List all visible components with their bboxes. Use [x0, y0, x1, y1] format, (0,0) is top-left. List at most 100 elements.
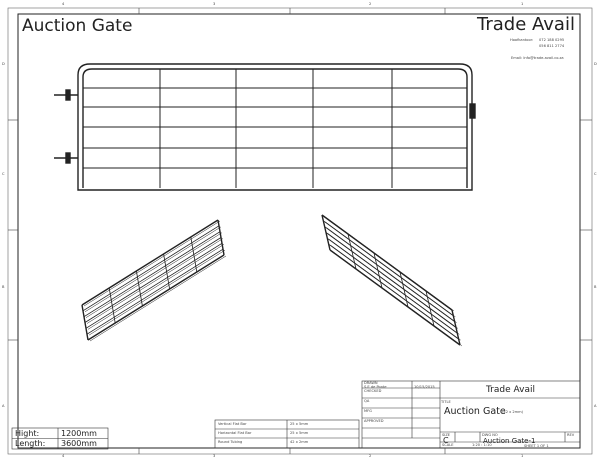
- zone-col: 1: [521, 454, 524, 458]
- drawing-title: Auction Gate: [22, 16, 133, 36]
- dwg-number: Auction Gate-1: [483, 437, 536, 445]
- title-label: TITLE: [441, 400, 451, 404]
- vertical-bar: [81, 304, 89, 341]
- material-size: 25 x 5mm: [290, 422, 309, 426]
- bar-depth: [83, 220, 221, 307]
- gate-frame: [77, 63, 473, 191]
- gate-iso-view-left: [81, 219, 227, 342]
- checked-label: CHECKED: [364, 389, 382, 393]
- zone-col: 2: [369, 454, 372, 458]
- vertical-bar: [136, 270, 143, 307]
- length-label: Length:: [15, 439, 46, 448]
- approved-label: APPROVED: [364, 419, 384, 423]
- bar-depth: [88, 249, 226, 336]
- vertical-bar: [108, 287, 116, 324]
- dwg-label: DWG NO: [482, 433, 498, 437]
- rev-label: REV: [567, 433, 575, 437]
- horizontal-bar: [84, 237, 222, 323]
- horizontal-bar: [81, 219, 219, 306]
- horizontal-bar: [327, 238, 458, 334]
- vertical-bar: [190, 236, 198, 273]
- vertical-bar: [399, 271, 409, 308]
- bar-depth: [85, 232, 223, 318]
- height-value: 1200mm: [61, 429, 97, 438]
- vertical-bar: [425, 290, 435, 327]
- zone-row: D: [594, 62, 597, 66]
- size-label: SIZE: [442, 433, 451, 437]
- zone-row: C: [2, 172, 5, 176]
- bar-depth: [84, 226, 222, 313]
- bar-depth: [325, 221, 456, 318]
- zone-col: 3: [213, 454, 216, 458]
- scale-value: 1:20 : 1:10: [472, 443, 492, 447]
- bar-depth: [329, 239, 460, 335]
- horizontal-bar: [86, 248, 224, 335]
- horizontal-bar: [329, 249, 461, 346]
- vertical-bar: [373, 252, 383, 289]
- bar-depth: [87, 244, 225, 330]
- drawn-by: S.E de Ponte: [364, 385, 387, 389]
- vertical-bar: [321, 214, 331, 251]
- zone-row: A: [594, 404, 597, 408]
- height-label: Hight:: [15, 429, 40, 438]
- horizontal-bar: [323, 220, 454, 317]
- gate-front-view: [54, 63, 476, 191]
- horizontal-bar: [85, 242, 223, 329]
- email: Email: Info@trade-avail.co.za: [511, 56, 564, 60]
- phone-1: 072 188 0295: [539, 38, 565, 42]
- bar-depth: [327, 233, 459, 329]
- bar-depth: [89, 255, 227, 342]
- zone-row: B: [594, 285, 597, 289]
- mfg-label: MFG: [364, 409, 372, 413]
- latch-icon: [469, 103, 476, 119]
- phone-label: Hoofkantoor:: [510, 38, 534, 42]
- title-block-company: Trade Avail: [486, 385, 535, 395]
- hinge-icon: [65, 89, 71, 101]
- zone-col: 1: [521, 2, 524, 6]
- phone-2: 056 811 2774: [539, 44, 565, 48]
- size-value: C: [443, 436, 449, 445]
- material-name: Horizontal Flat Bar: [218, 431, 252, 435]
- horizontal-bar: [87, 254, 225, 341]
- inner-border: [17, 13, 581, 449]
- zone-col: 4: [62, 2, 65, 6]
- zone-row: B: [2, 285, 5, 289]
- zone-row: D: [2, 62, 5, 66]
- vertical-bar: [451, 309, 461, 346]
- horizontal-bar: [324, 226, 455, 322]
- gate-iso-view-right: [321, 214, 463, 347]
- vertical-bar: [163, 253, 170, 290]
- bar-depth: [330, 244, 461, 341]
- material-name: Round Tubing: [218, 440, 243, 444]
- zone-row: C: [594, 172, 597, 176]
- horizontal-bar: [82, 225, 220, 312]
- title-block-title: Auction Gate: [444, 406, 506, 417]
- zone-col: 2: [369, 2, 372, 6]
- horizontal-bar: [328, 243, 459, 340]
- company-name: Trade Avail: [477, 14, 575, 35]
- scale-label: SCALE: [442, 443, 454, 447]
- zone-col: 4: [62, 454, 65, 458]
- hinge-icon: [65, 152, 71, 164]
- horizontal-bar: [321, 214, 453, 311]
- bar-depth: [323, 215, 455, 312]
- horizontal-bar: [83, 231, 221, 318]
- outer-border: [7, 7, 593, 455]
- bar-depth: [331, 250, 463, 347]
- vertical-bar: [217, 219, 225, 256]
- bar-depth: [326, 227, 457, 323]
- material-size: 25 x 5mm: [290, 431, 309, 435]
- length-value: 3600mm: [61, 439, 97, 448]
- drawn-label: DRAWN: [364, 381, 378, 385]
- zone-row: A: [2, 404, 5, 408]
- zone-ticks: [8, 8, 592, 454]
- horizontal-bar: [325, 232, 457, 328]
- qa-label: QA: [364, 399, 370, 403]
- zone-col: 3: [213, 2, 216, 6]
- title-block-subtitle: (42 x 2mm): [502, 410, 524, 414]
- material-name: Vertical Flat Bar: [218, 422, 247, 426]
- table-lines: [11, 380, 581, 450]
- sheet-number: SHEET 1 OF 1: [524, 444, 549, 448]
